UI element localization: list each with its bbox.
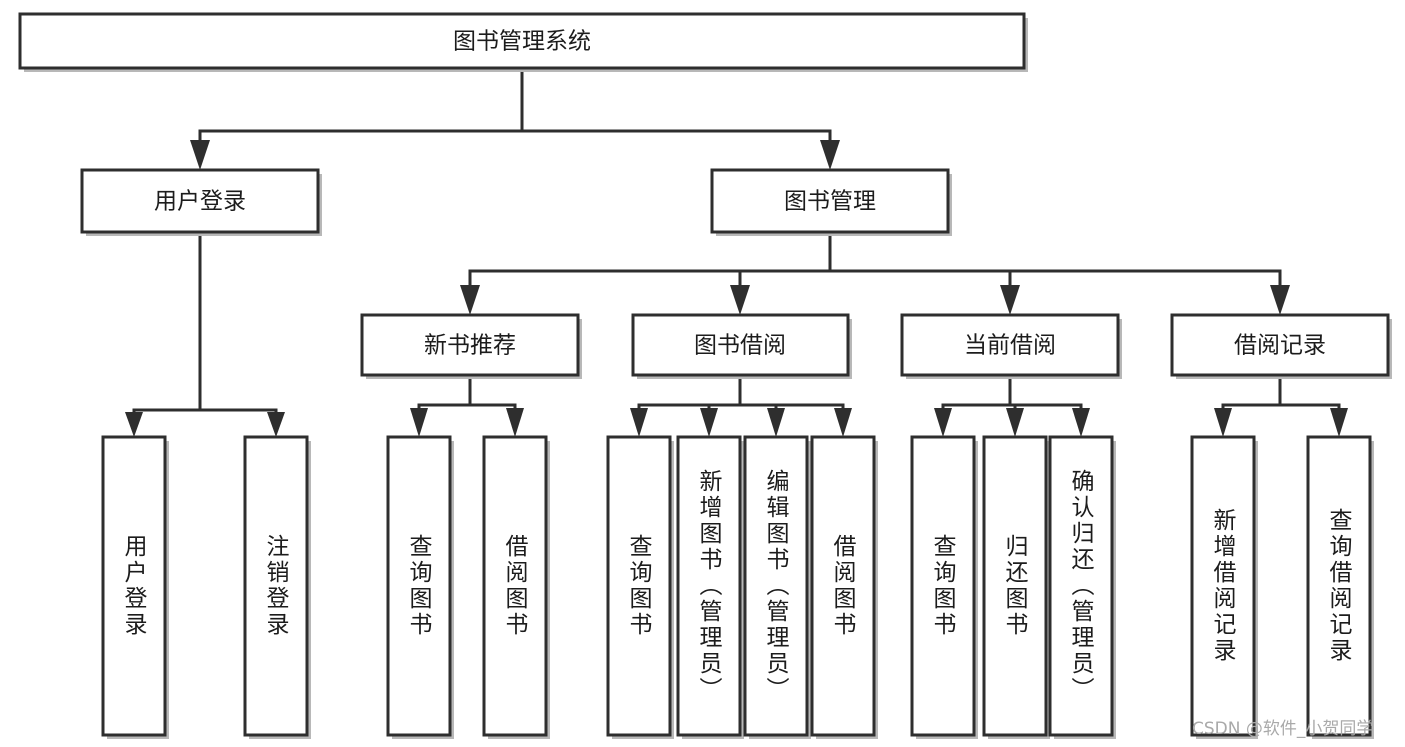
leaf-node-rect bbox=[676, 435, 742, 737]
leaf-node[interactable] bbox=[101, 435, 169, 739]
arrow-head-leaf-borrow-book-1 bbox=[506, 408, 524, 437]
node-user-login-label: 用户登录 bbox=[154, 189, 246, 215]
node-current-borrow-label: 当前借阅 bbox=[964, 333, 1056, 359]
leaf-node-rect bbox=[606, 435, 672, 737]
node-user-login-rect bbox=[80, 168, 320, 234]
arrow-head-leaf-logout bbox=[267, 412, 285, 437]
leaf-node-rect bbox=[982, 435, 1048, 737]
node-book-manage[interactable]: 图书管理 bbox=[710, 168, 952, 236]
leaf-node-rect bbox=[482, 435, 548, 737]
leaf-node-rects bbox=[101, 435, 1374, 739]
connectors-borrowrecord-to-leaves bbox=[1214, 373, 1348, 437]
leaf-node[interactable] bbox=[676, 435, 744, 739]
arrow-head-leaf-edit-book bbox=[767, 408, 785, 437]
node-root-label: 图书管理系统 bbox=[453, 29, 591, 55]
node-current-borrow-rect bbox=[900, 313, 1120, 377]
node-book-manage-label: 图书管理 bbox=[784, 189, 876, 215]
node-borrow-record[interactable]: 借阅记录 bbox=[1170, 313, 1392, 379]
leaf-node[interactable] bbox=[386, 435, 454, 739]
arrow-head-leaf-user-login bbox=[125, 412, 143, 437]
leaf-node-rect bbox=[743, 435, 809, 737]
node-book-borrow-rect bbox=[631, 313, 850, 377]
leaf-node[interactable] bbox=[243, 435, 311, 739]
leaf-node-rect bbox=[910, 435, 976, 737]
node-book-borrow[interactable]: 图书借阅 bbox=[631, 313, 852, 379]
leaf-node-rect bbox=[1190, 435, 1256, 737]
leaf-node-rect bbox=[386, 435, 452, 737]
node-root[interactable]: 图书管理系统 bbox=[18, 12, 1028, 72]
leaf-node[interactable] bbox=[606, 435, 674, 739]
arrow-head-leaf-add-record bbox=[1214, 408, 1232, 437]
node-current-borrow[interactable]: 当前借阅 bbox=[900, 313, 1122, 379]
arrow-head-leaf-query-book-3 bbox=[934, 408, 952, 437]
arrow-head-leaf-query-record bbox=[1330, 408, 1348, 437]
leaf-node-rect bbox=[243, 435, 309, 737]
connectors-root-to-level2 bbox=[190, 66, 840, 170]
arrow-head-user-login bbox=[190, 140, 210, 170]
node-book-manage-rect bbox=[710, 168, 950, 234]
arrow-head-bookborrow bbox=[730, 285, 750, 315]
leaf-node-rect bbox=[810, 435, 876, 737]
arrow-head-leaf-confirm-return bbox=[1072, 408, 1090, 437]
leaf-node[interactable] bbox=[1190, 435, 1258, 739]
node-book-borrow-label: 图书借阅 bbox=[694, 333, 786, 359]
arrow-head-leaf-query-book-1 bbox=[410, 408, 428, 437]
node-new-book-recommend-rect bbox=[360, 313, 580, 377]
connectors-bookmanage-to-level3 bbox=[460, 230, 1290, 315]
connectors-newbook-to-leaves bbox=[410, 373, 524, 437]
arrow-head-leaf-borrow-book-2 bbox=[834, 408, 852, 437]
leaf-node[interactable] bbox=[810, 435, 878, 739]
leaf-node-rect bbox=[1048, 435, 1114, 737]
csdn-watermark: CSDN @软件_小贺同学 bbox=[1192, 719, 1374, 739]
leaf-node[interactable] bbox=[910, 435, 978, 739]
arrow-head-leaf-add-book bbox=[700, 408, 718, 437]
node-new-book-recommend[interactable]: 新书推荐 bbox=[360, 313, 582, 379]
leaf-node[interactable] bbox=[1048, 435, 1116, 739]
node-root-rect bbox=[18, 12, 1026, 70]
leaf-node[interactable] bbox=[1306, 435, 1374, 739]
connectors-currentborrow-to-leaves bbox=[934, 373, 1090, 437]
node-borrow-record-rect bbox=[1170, 313, 1390, 377]
leaf-node[interactable] bbox=[482, 435, 550, 739]
arrow-head-newbook bbox=[460, 285, 480, 315]
arrow-head-leaf-query-book-2 bbox=[630, 408, 648, 437]
arrow-head-leaf-return-book bbox=[1006, 408, 1024, 437]
connectors-bookborrow-to-leaves bbox=[630, 373, 852, 437]
arrow-head-currentborrow bbox=[1000, 285, 1020, 315]
arrow-head-book-manage bbox=[820, 140, 840, 170]
arrow-head-borrowrecord bbox=[1270, 285, 1290, 315]
leaf-node-rect bbox=[101, 435, 167, 737]
leaf-node[interactable] bbox=[743, 435, 811, 739]
node-new-book-recommend-label: 新书推荐 bbox=[424, 333, 516, 359]
node-user-login[interactable]: 用户登录 bbox=[80, 168, 322, 236]
connectors-userlogin-to-leaves bbox=[125, 230, 285, 437]
node-borrow-record-label: 借阅记录 bbox=[1234, 333, 1326, 359]
leaf-node-rect bbox=[1306, 435, 1372, 737]
leaf-node[interactable] bbox=[982, 435, 1050, 739]
